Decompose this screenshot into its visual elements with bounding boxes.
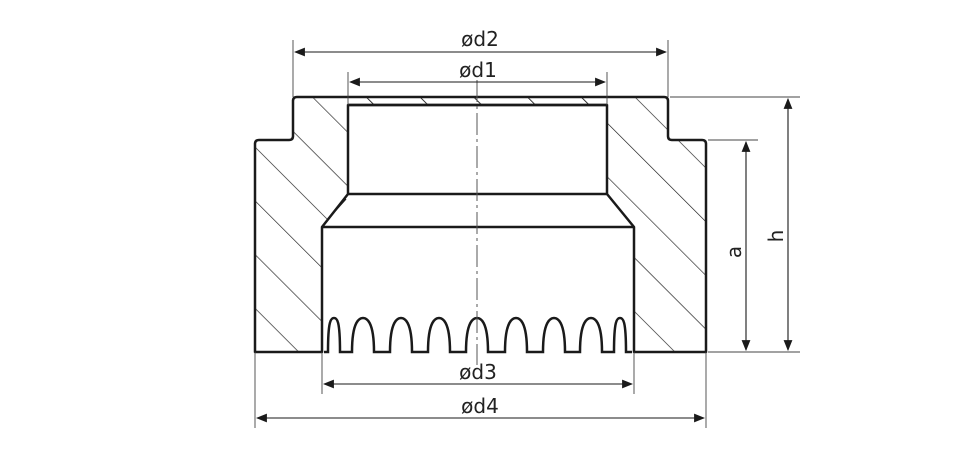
extension-lines [254,40,800,428]
body-section [253,95,708,354]
teeth-profile [324,316,632,354]
dim-a-label: a [722,246,746,258]
dimension-lines [255,47,793,423]
dim-d2-label: ød2 [461,27,499,51]
dim-h-label: h [764,230,788,243]
dim-d4-label: ød4 [461,394,499,418]
dim-d1-label: ød1 [459,58,497,82]
dim-d3-label: ød3 [459,360,497,384]
